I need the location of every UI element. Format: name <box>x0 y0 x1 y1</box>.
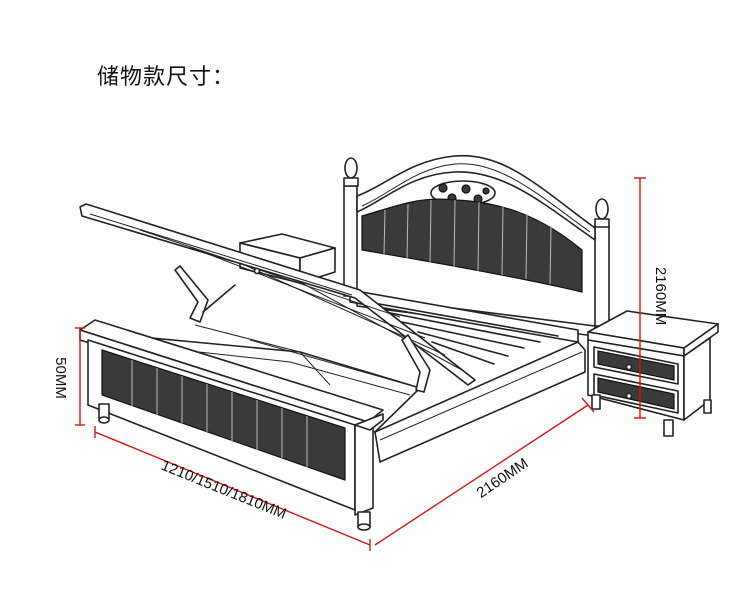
lift-height-label: 50MM <box>52 357 69 399</box>
footboard <box>79 319 384 531</box>
bed-slats <box>349 289 579 365</box>
right-nightstand <box>587 310 719 437</box>
side-rail <box>374 341 586 463</box>
lifted-platform <box>79 203 476 393</box>
dimension-lines <box>75 177 646 551</box>
page-title: 储物款尺寸： <box>97 65 236 90</box>
height-label: 2160MM <box>652 267 669 325</box>
